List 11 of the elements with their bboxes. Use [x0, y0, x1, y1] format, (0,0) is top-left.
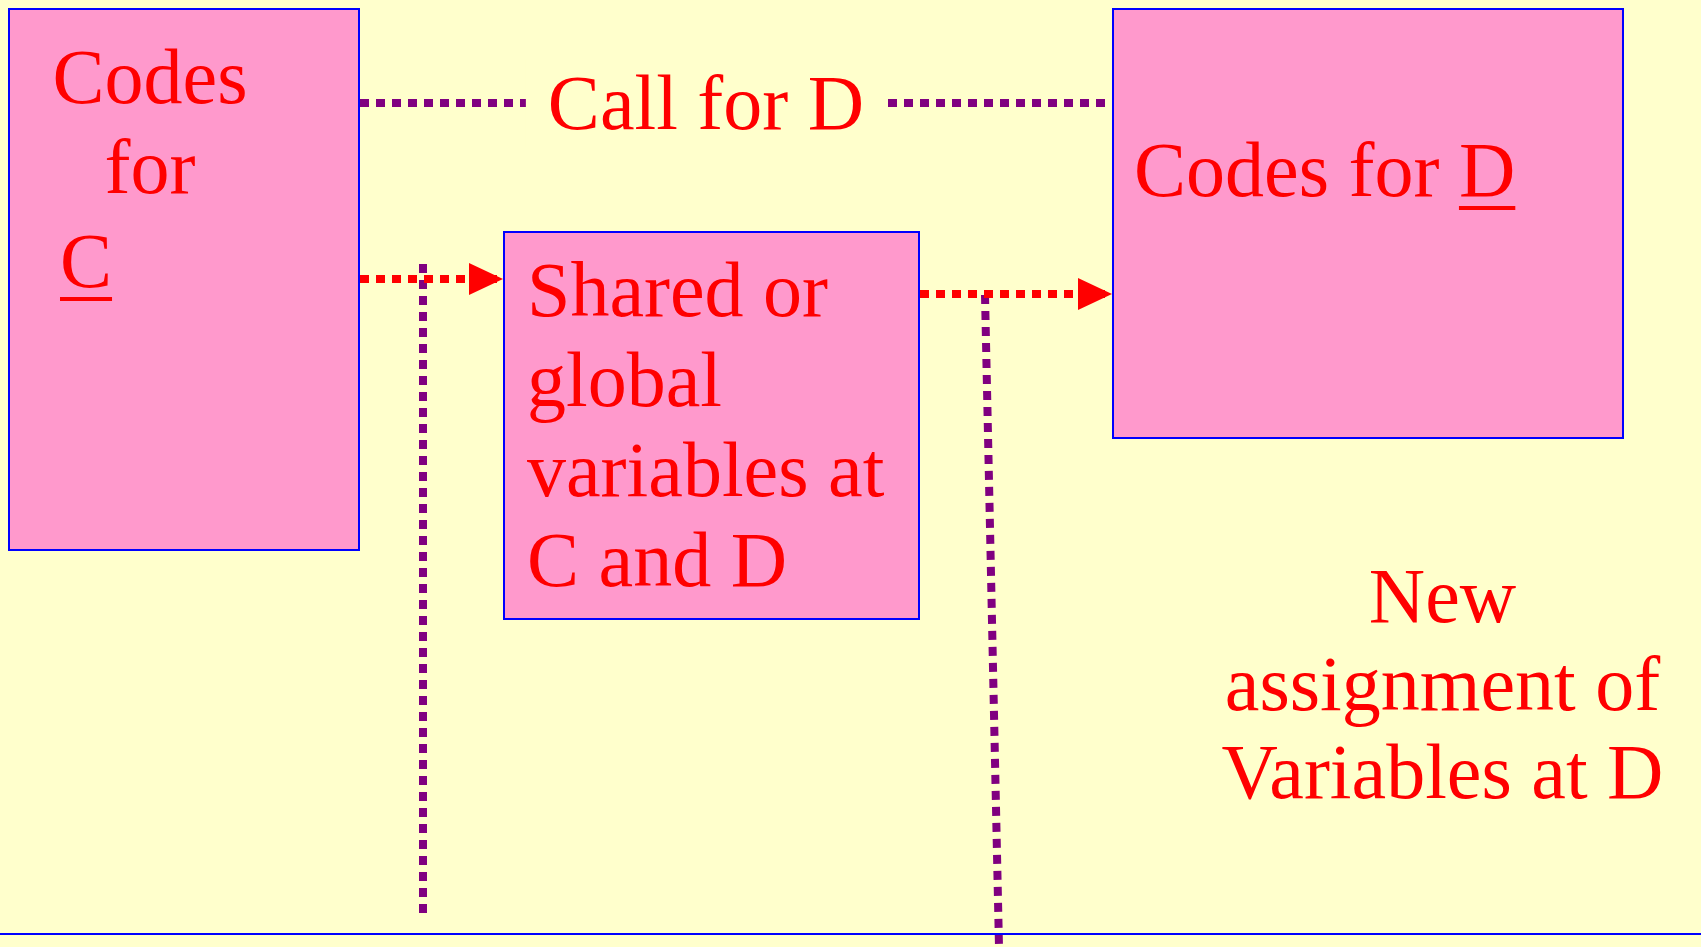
arrow: [360, 263, 503, 295]
box-text: Shared or global variables at C and D: [527, 245, 886, 605]
process-box: [8, 8, 360, 551]
note-text: New assignment of Variables at D: [1220, 552, 1665, 816]
box-text: Codes for: [1134, 126, 1440, 213]
box-text: Codes for: [51, 32, 249, 212]
box-text: C: [59, 216, 114, 306]
arrow: [920, 278, 1112, 310]
process-box: [1112, 8, 1624, 439]
process-box: [503, 231, 920, 620]
box-text: D: [1458, 126, 1516, 213]
